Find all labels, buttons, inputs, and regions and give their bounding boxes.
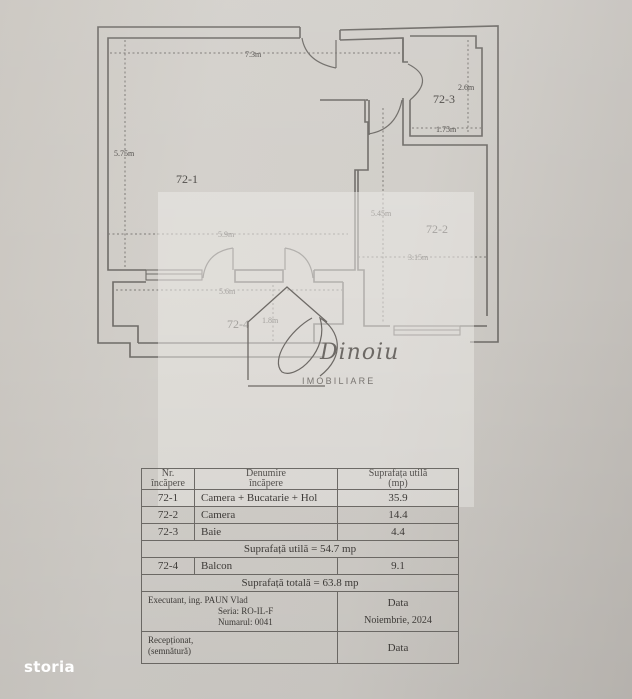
bathroom-door[interactable] (407, 63, 424, 101)
cell-suprafata: 4.4 (337, 523, 459, 541)
room2-door[interactable] (367, 99, 403, 135)
cell-denumire: Camera + Bucatarie + Hol (194, 489, 338, 507)
watermark-script-text: Dinoiu (320, 340, 400, 365)
date-cell: Data Noiembrie, 2024 (337, 591, 459, 632)
executant-series: Seria: RO-IL-F (218, 606, 274, 616)
header-nr: Nr.încăpere (141, 468, 195, 490)
dimension-left-height: 5.75m (114, 149, 135, 158)
cell-suprafata: 9.1 (337, 557, 459, 575)
date-label-2: Data (337, 631, 459, 664)
cell-nr: 72-4 (141, 557, 195, 575)
signature-label: (semnătură) (148, 646, 191, 656)
entrance-door[interactable] (301, 37, 337, 69)
useful-area-total: Suprafață utilă = 54.7 mp (141, 540, 459, 558)
dimension-bath-width: 1.75m (436, 125, 457, 134)
storia-logo: storia (24, 658, 75, 676)
cell-suprafata: 35.9 (337, 489, 459, 507)
cell-denumire: Baie (194, 523, 338, 541)
useful-area-total-row: Suprafață utilă = 54.7 mp (141, 540, 459, 558)
cell-nr: 72-3 (141, 523, 195, 541)
watermark-imobiliare: IMOBILIARE (302, 376, 376, 386)
receptionat-info: Recepționat, (semnătură) (141, 631, 338, 664)
executant-name: Executant, ing. PAUN Vlad (148, 595, 248, 605)
grand-total-area: Suprafață totală = 63.8 mp (141, 574, 459, 592)
watermark-script-d-icon (277, 316, 338, 377)
room-label-72-3: 72-3 (433, 92, 455, 106)
dimension-bath-height: 2.6m (458, 83, 475, 92)
table-row-balcony: 72-4 Balcon 9.1 (141, 557, 459, 575)
cell-nr: 72-1 (141, 489, 195, 507)
executant-number: Numarul: 0041 (218, 617, 273, 627)
header-suprafata: Suprafața utilă(mp) (337, 468, 459, 490)
room1-wall (107, 37, 300, 271)
date-label: Data (387, 597, 409, 609)
receptionat-label: Recepționat, (148, 635, 194, 645)
date-value: Noiembrie, 2024 (364, 615, 432, 626)
cell-suprafata: 14.4 (337, 506, 459, 524)
table-row: 72-3 Baie 4.4 (141, 523, 459, 541)
balcony-wall (112, 281, 146, 343)
dimension-top-width: 7.3m (245, 50, 262, 59)
bathroom-wall (409, 35, 483, 137)
cell-nr: 72-2 (141, 506, 195, 524)
watermark-overlay (158, 192, 474, 507)
executant-info: Executant, ing. PAUN Vlad Seria: RO-IL-F… (141, 591, 338, 632)
grand-total-row: Suprafață totală = 63.8 mp (141, 574, 459, 592)
room-label-72-1: 72-1 (176, 172, 198, 186)
table-row: 72-1 Camera + Bucatarie + Hol 35.9 (141, 489, 459, 507)
cell-denumire: Camera (194, 506, 338, 524)
outer-wall-right (339, 25, 499, 343)
receptionat-row: Recepționat, (semnătură) Data (141, 631, 459, 664)
executant-row: Executant, ing. PAUN Vlad Seria: RO-IL-F… (141, 591, 459, 632)
cell-denumire: Balcon (194, 557, 338, 575)
table-row: 72-2 Camera 14.4 (141, 506, 459, 524)
